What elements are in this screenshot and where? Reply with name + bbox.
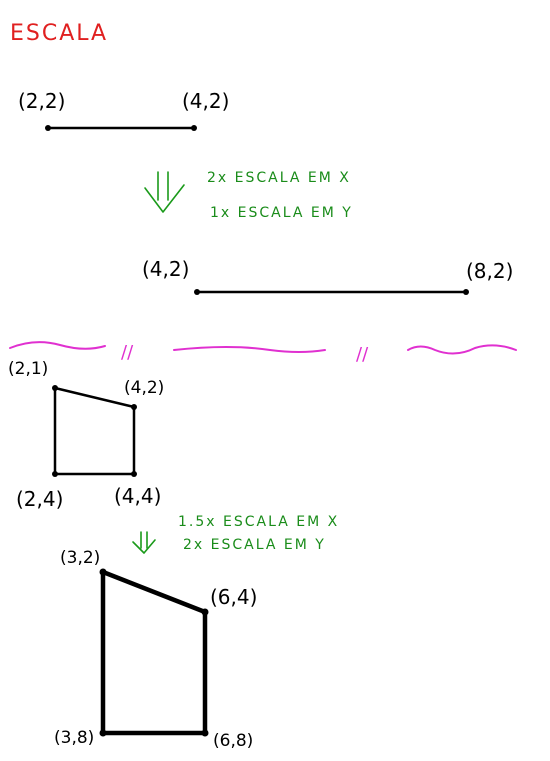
scaled-quad-top-right-point xyxy=(201,608,209,616)
original-segment-start-point xyxy=(45,125,51,131)
original-quad-top-right-label: (4,2) xyxy=(124,378,164,398)
quad-transform-x-note: 1.5x ESCALA EM X xyxy=(178,514,339,530)
scaled-quad-bottom-left-label: (3,8) xyxy=(54,728,94,748)
original-segment-start-label: (2,2) xyxy=(18,89,65,113)
original-quad-top-left-label: (2,1) xyxy=(8,359,48,379)
original-quad-bottom-right-point xyxy=(131,471,137,477)
section-separator: // // xyxy=(9,341,517,365)
original-quad-top-left-point xyxy=(52,385,58,391)
scaled-quad-top-left-label: (3,2) xyxy=(60,548,100,568)
scaled-quad-bottom-left-point xyxy=(99,729,107,737)
scaled-segment-end-point xyxy=(463,289,469,295)
segment-transform-x-note: 2x ESCALA EM X xyxy=(207,170,351,186)
original-quad-bottom-right-label: (4,4) xyxy=(114,484,161,508)
original-quad-top-right-point xyxy=(131,404,137,410)
segment-transform-y-note: 1x ESCALA EM Y xyxy=(210,205,353,221)
original-quadrilateral-outline xyxy=(53,386,136,476)
scaled-segment-start-label: (4,2) xyxy=(142,257,189,281)
scaled-segment: (4,2) (8,2) xyxy=(142,257,513,295)
quad-transform: 1.5x ESCALA EM X 2x ESCALA EM Y xyxy=(132,514,339,554)
separator-mark-right: // xyxy=(356,344,369,365)
scaled-quad-bottom-right-point xyxy=(201,729,209,737)
original-segment-end-label: (4,2) xyxy=(182,89,229,113)
original-segment: (2,2) (4,2) xyxy=(18,89,229,131)
double-down-arrow-icon xyxy=(132,531,156,554)
original-quad-bottom-left-label: (2,4) xyxy=(16,487,63,511)
scaled-quad-bottom-right-label: (6,8) xyxy=(213,731,253,751)
page-title: ESCALA xyxy=(10,21,108,46)
scaled-segment-start-point xyxy=(194,289,200,295)
scaled-quadrilateral-outline xyxy=(100,569,208,736)
scaled-quad-top-right-label: (6,4) xyxy=(210,585,257,609)
original-quad-bottom-left-point xyxy=(52,471,58,477)
separator-mark-left: // xyxy=(121,342,134,363)
scaled-segment-end-label: (8,2) xyxy=(466,259,513,283)
segment-transform: 2x ESCALA EM X 1x ESCALA EM Y xyxy=(144,170,353,221)
original-segment-end-point xyxy=(191,125,197,131)
original-quadrilateral: (2,1) (4,2) (2,4) (4,4) xyxy=(8,359,164,511)
quad-transform-y-note: 2x ESCALA EM Y xyxy=(183,537,326,553)
scaled-quad-top-left-point xyxy=(99,568,107,576)
double-down-arrow-icon xyxy=(144,171,185,213)
scaled-quadrilateral: (3,2) (6,4) (3,8) (6,8) xyxy=(54,548,257,751)
